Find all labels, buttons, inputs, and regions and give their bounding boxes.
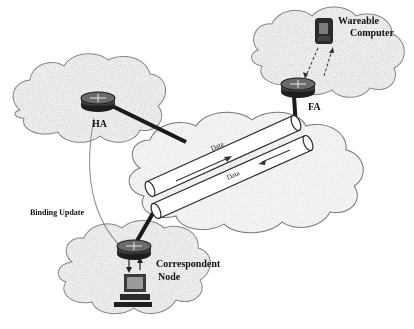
fa-router-icon <box>281 78 315 98</box>
ha-label: HA <box>92 119 108 130</box>
correspondent-node-label-line1: Correspondent <box>156 259 221 270</box>
cn-router-icon <box>117 240 151 260</box>
fa-label: FA <box>308 102 321 113</box>
wearable-computer-label-line2: Computer <box>350 28 394 39</box>
binding-update-label: Binding Update <box>30 208 84 217</box>
wearable-computer-icon <box>315 18 333 44</box>
correspondent-node-label-line2: Node <box>158 272 181 283</box>
ha-router-icon <box>81 92 115 112</box>
wearable-computer-label-line1: Wareable <box>338 16 379 27</box>
